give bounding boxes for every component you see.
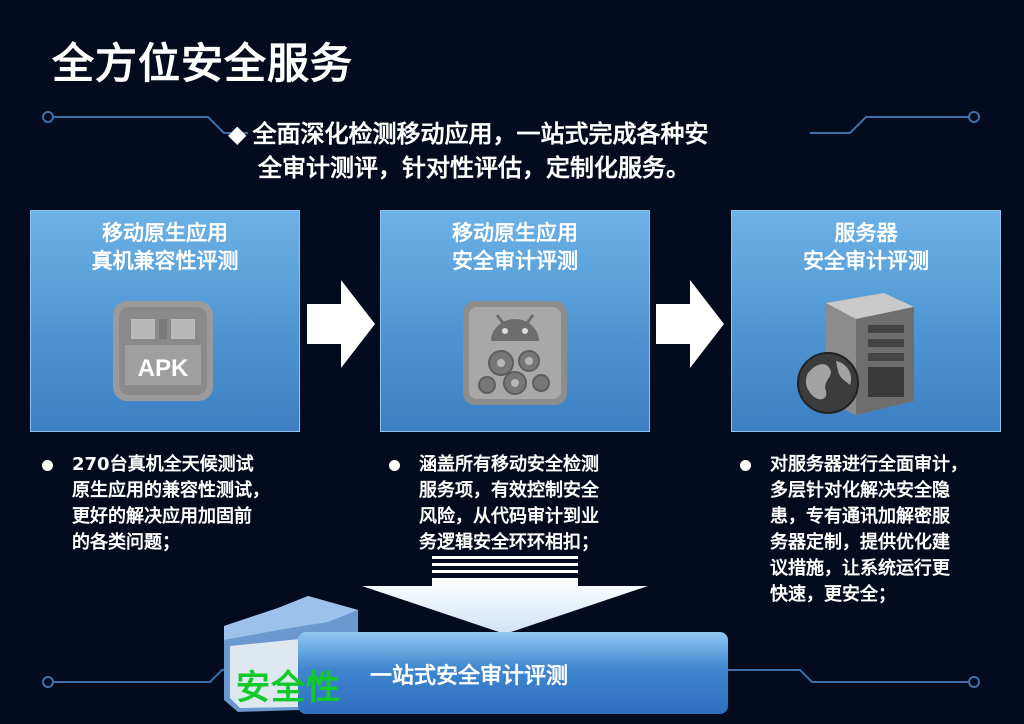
card-title-line1: 移动原生应用 xyxy=(31,219,299,247)
card-title-line2: 真机兼容性评测 xyxy=(31,247,299,275)
android-gears-icon xyxy=(461,299,569,407)
bullet-compatibility: 270台真机全天候测试 原生应用的兼容性测试， 更好的解决应用加固前 的各类问题… xyxy=(42,452,332,556)
lead-line-2: 全审计测评，针对性评估，定制化服务。 xyxy=(228,151,828,185)
bullet-text: 涵盖所有移动安全检测 服务项，有效控制安全 风险，从代码审计到业 务逻辑安全环环… xyxy=(419,452,659,556)
apk-label: APK xyxy=(138,355,189,382)
card-title: 移动原生应用 安全审计评测 xyxy=(381,219,649,275)
summary-bar: 一站式安全审计评测 xyxy=(298,632,728,714)
bullet-app-audit: 涵盖所有移动安全检测 服务项，有效控制安全 风险，从代码审计到业 务逻辑安全环环… xyxy=(389,452,659,556)
bullet-dot-icon xyxy=(740,460,751,471)
lead-line-1: 全面深化检测移动应用，一站式完成各种安 xyxy=(252,120,708,148)
card-title-line1: 移动原生应用 xyxy=(381,219,649,247)
bullet-text: 270台真机全天候测试 原生应用的兼容性测试， 更好的解决应用加固前 的各类问题… xyxy=(72,452,332,556)
bullet-server-audit: 对服务器进行全面审计， 多层针对化解决安全隐 患，专有通讯加解密服 务器定制，提… xyxy=(740,452,1024,608)
summary-bar-label: 一站式安全审计评测 xyxy=(370,658,568,690)
apk-package-icon: APK xyxy=(111,299,215,403)
card-title-line2: 安全审计评测 xyxy=(381,247,649,275)
arrow-down-icon xyxy=(360,556,650,636)
card-title-line1: 服务器 xyxy=(732,219,1000,247)
arrow-right-1-icon xyxy=(305,278,377,370)
diamond-bullet-icon: ◆ xyxy=(228,117,246,151)
server-globe-icon xyxy=(792,289,932,419)
card-app-audit: 移动原生应用 安全审计评测 xyxy=(380,210,650,432)
safety-label: 安全性 xyxy=(236,660,341,709)
card-title: 服务器 安全审计评测 xyxy=(732,219,1000,275)
bullet-dot-icon xyxy=(42,460,53,471)
card-title: 移动原生应用 真机兼容性评测 xyxy=(31,219,299,275)
bullet-dot-icon xyxy=(389,460,400,471)
bullet-text: 对服务器进行全面审计， 多层针对化解决安全隐 患，专有通讯加解密服 务器定制，提… xyxy=(770,452,1024,608)
page-title: 全方位安全服务 xyxy=(52,30,353,91)
card-compatibility: 移动原生应用 真机兼容性评测 APK xyxy=(30,210,300,432)
arrow-right-2-icon xyxy=(654,278,726,370)
card-title-line2: 安全审计评测 xyxy=(732,247,1000,275)
card-server-audit: 服务器 安全审计评测 xyxy=(731,210,1001,432)
lead-text: ◆全面深化检测移动应用，一站式完成各种安 全审计测评，针对性评估，定制化服务。 xyxy=(228,117,828,185)
